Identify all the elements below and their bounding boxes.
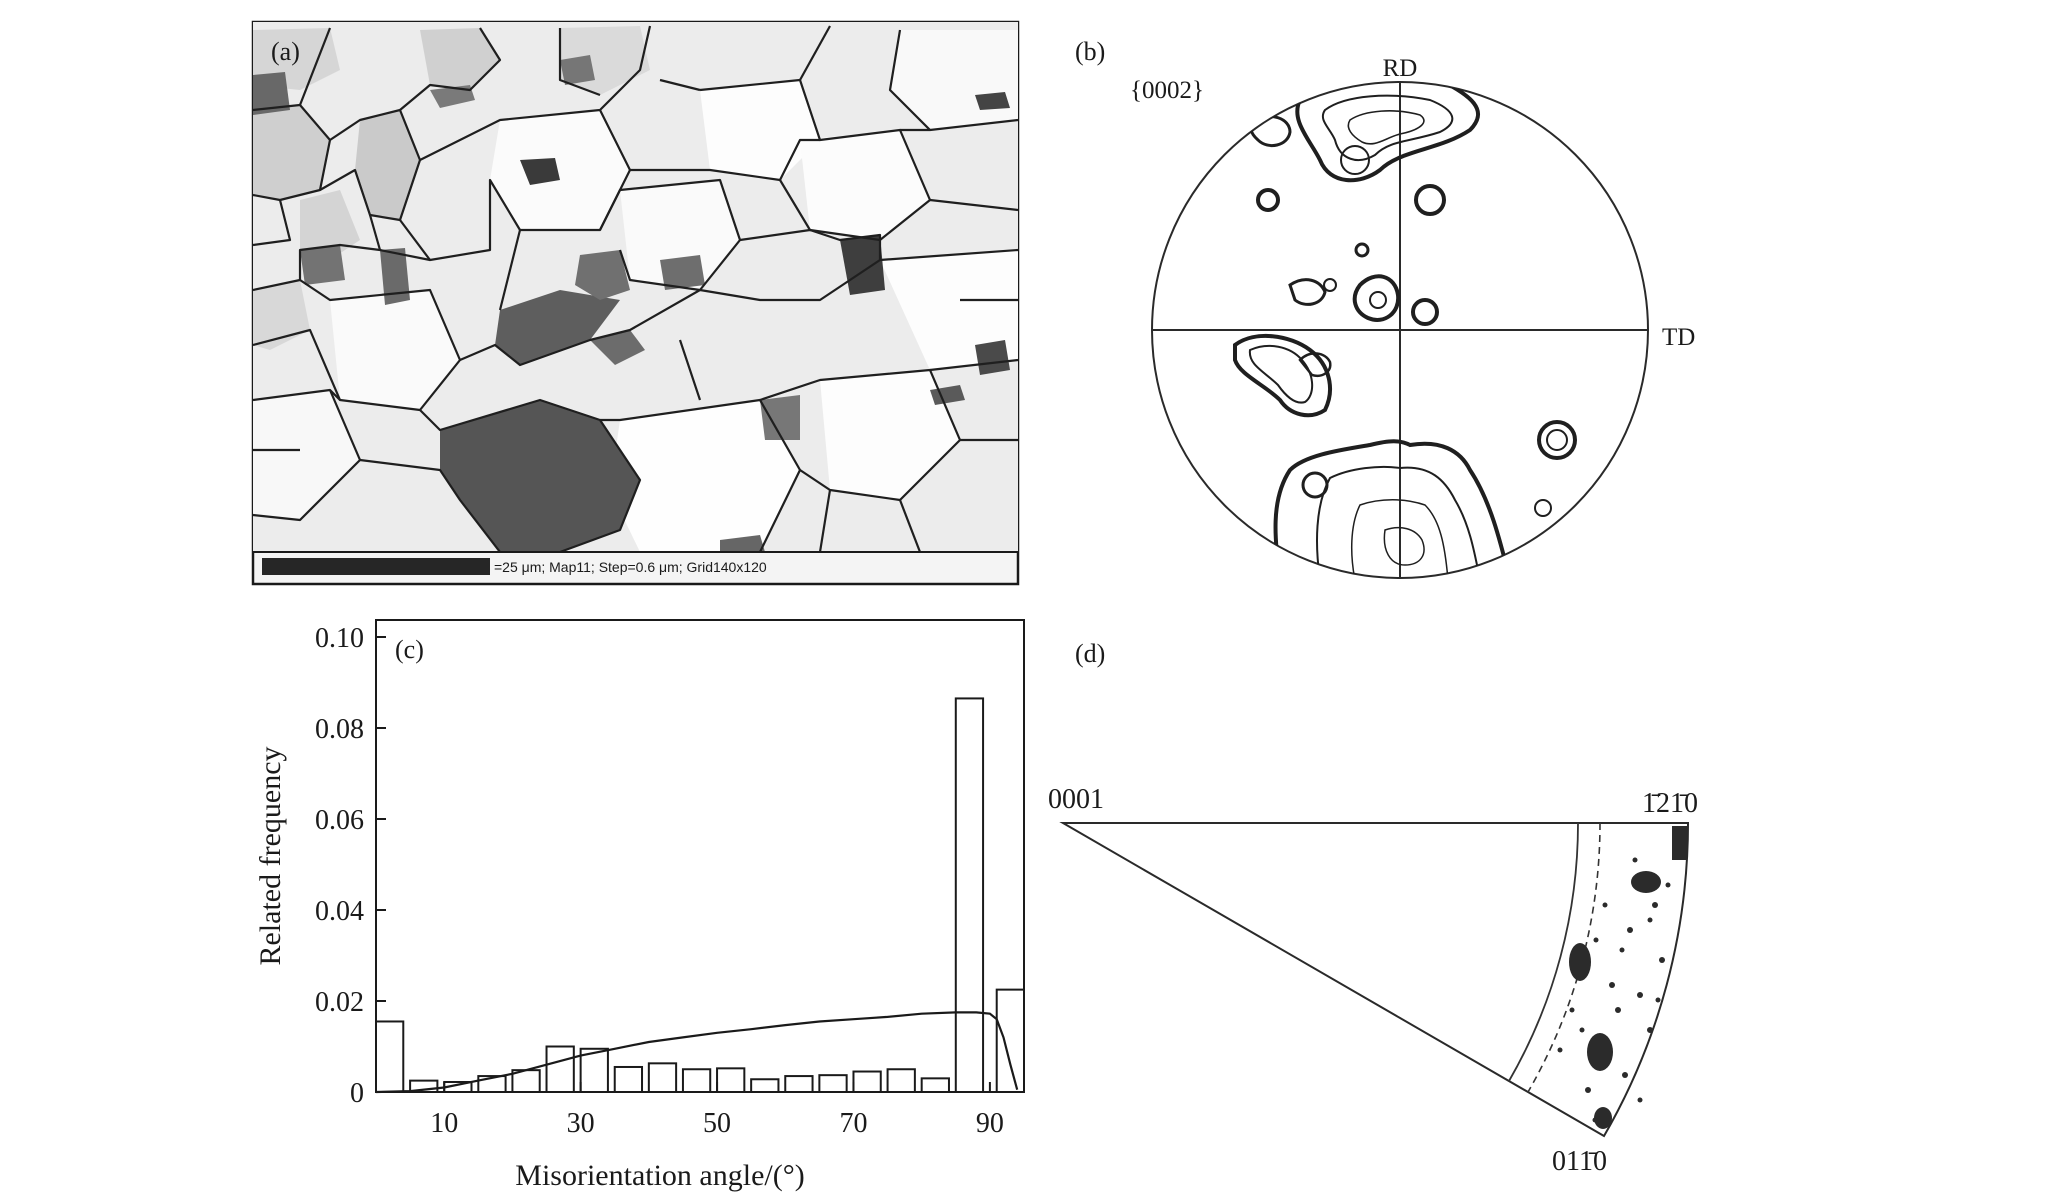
y-tick-label: 0.02 [315,987,364,1018]
pole-label: {0002} [1130,77,1204,104]
panel-c-label: (c) [395,635,424,664]
histogram-bar [545,1045,575,1093]
x-tick-label: 90 [976,1108,1004,1139]
histogram-bar [613,1065,644,1093]
y-tick-label: 0 [350,1078,364,1109]
ipf-triangle [1059,822,1690,1138]
y-tick-label: 0.04 [315,896,364,927]
ipf-corner-bottom: 011̄0 [1552,1146,1607,1177]
histogram-bar [784,1075,814,1093]
misorientation-histogram: 0 0.02 0.04 0.06 0.08 0.10 10 30 50 70 90 [315,623,1025,1139]
x-tick-label: 70 [839,1108,867,1139]
panel-b-label: (b) [1075,37,1105,66]
x-tick-label: 30 [567,1108,595,1139]
panel-d-label: (d) [1075,639,1105,668]
histogram-bar [954,697,985,1093]
random-distribution-curve [375,1011,1019,1094]
histogram-bar [995,988,1025,1093]
y-tick-label: 0.08 [315,714,364,745]
y-tick-label: 0.06 [315,805,364,836]
panel-a-label: (a) [271,37,300,66]
panel-c: (c) 0 0.02 0.04 0.06 0.08 0.10 10 30 50 70 90 Miso… [254,619,1025,1192]
x-tick-label: 10 [430,1108,458,1139]
histogram-bar [920,1077,950,1093]
scale-caption: =25 μm; Map11; Step=0.6 μm; Grid140x120 [494,559,767,575]
histogram-frame [375,619,1025,1093]
ipf-orientation-points [1557,826,1687,1129]
y-tick-label: 0.10 [315,623,364,654]
panel-b: (b) {0002} RD TD [1075,37,1695,579]
histogram-bar [375,1020,405,1093]
y-axis-title: Related frequency [254,746,287,965]
histogram-bar [750,1078,780,1094]
panel-a: =25 μm; Map11; Step=0.6 μm; Grid140x120 … [251,20,1020,586]
scale-bar [262,558,490,575]
histogram-bar [681,1068,712,1093]
histogram-bar [818,1074,848,1094]
histogram-bar [579,1047,609,1094]
histogram-bar [647,1062,678,1093]
histogram-bar [886,1068,916,1093]
rd-label: RD [1383,55,1418,82]
ipf-inner-arc [1508,822,1579,1082]
ipf-corner-top: 1̄21̄0 [1642,788,1698,819]
x-axis-title: Misorientation angle/(°) [515,1159,804,1192]
td-label: TD [1662,324,1695,351]
x-tick-label: 50 [703,1108,731,1139]
histogram-bar [852,1070,882,1094]
ipf-corner-origin: 0001 [1048,784,1104,815]
panel-d: (d) 0001 1̄21̄0 011̄0 [1048,639,1698,1177]
grain-map [253,22,1018,552]
histogram-bar [409,1079,439,1093]
histogram-bar [716,1067,746,1093]
